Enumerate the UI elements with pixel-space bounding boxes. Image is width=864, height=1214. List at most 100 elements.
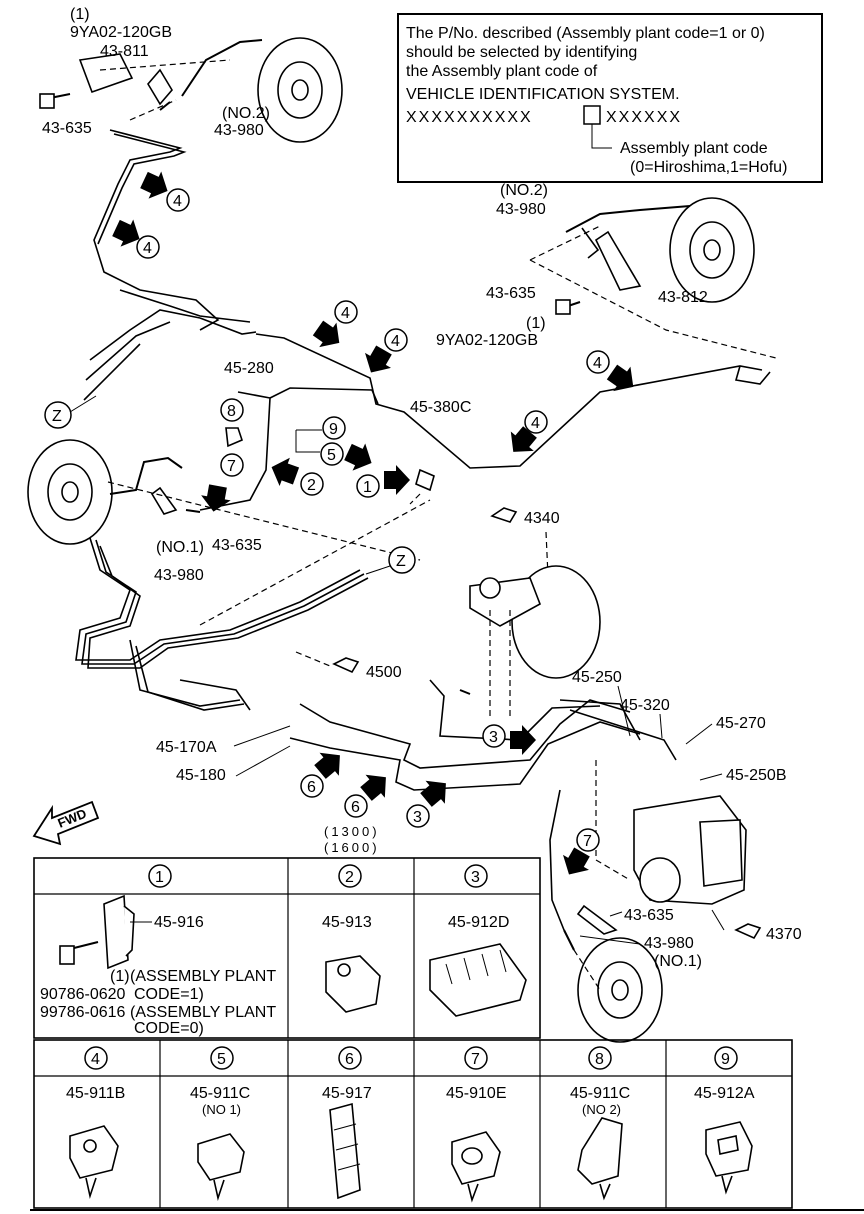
callout-3-a: 3 bbox=[482, 724, 536, 755]
svg-text:CODE=1): CODE=1) bbox=[134, 986, 204, 1003]
label-45-910e: 45-910E bbox=[446, 1085, 507, 1102]
hydraulic-unit bbox=[595, 760, 747, 931]
underfloor-pipes bbox=[75, 537, 369, 711]
note-line-1: The P/No. described (Assembly plant code… bbox=[406, 25, 765, 42]
note-callout-1: Assembly plant code bbox=[620, 140, 768, 157]
table-cell-9: 9 45-912A bbox=[694, 1046, 755, 1195]
svg-text:6: 6 bbox=[351, 799, 360, 816]
svg-text:8: 8 bbox=[227, 403, 236, 420]
callout-3-b: 3 bbox=[406, 771, 456, 828]
clip-45-912d bbox=[429, 943, 527, 1017]
label-43-980-left: 43-980 bbox=[154, 567, 204, 584]
vin-right: XXXXXX bbox=[606, 109, 682, 126]
clip-parts-table: 1 45-916 (1) (ASSEMBLY PLANT 90786-0620 … bbox=[30, 857, 864, 1211]
vin-left: XXXXXXXXXX bbox=[406, 109, 533, 126]
svg-text:4370: 4370 bbox=[766, 926, 802, 943]
label-45-180: 45-180 bbox=[176, 767, 226, 784]
plant-code-box bbox=[583, 105, 601, 125]
label-no1-bottom: (NO.1) bbox=[654, 953, 702, 970]
svg-text:6: 6 bbox=[345, 1051, 354, 1068]
bracket-45-916 bbox=[103, 894, 129, 970]
label-45-911b: 45-911B bbox=[66, 1085, 125, 1102]
note-line-2: should be selected by identifying bbox=[406, 44, 637, 61]
rear-right-caliper-hose bbox=[563, 904, 663, 1043]
table-cell-1: 1 45-916 (1) (ASSEMBLY PLANT 90786-0620 … bbox=[40, 864, 276, 1037]
label-45-170a: 45-170A bbox=[156, 739, 217, 756]
label-45-913: 45-913 bbox=[322, 914, 372, 931]
svg-text:(1): (1) bbox=[110, 968, 130, 985]
rotor-left bbox=[27, 439, 113, 545]
callout-1: 1 bbox=[356, 465, 435, 498]
svg-text:5: 5 bbox=[217, 1051, 226, 1068]
callout-5: 5 bbox=[320, 438, 378, 477]
callout-7-b: 7 bbox=[556, 828, 600, 883]
z-marker-left: Z bbox=[44, 395, 97, 429]
callout-4-c: 4 bbox=[309, 300, 358, 356]
label-bolt-no-right: (1) bbox=[526, 315, 546, 332]
svg-text:4: 4 bbox=[391, 333, 400, 350]
label-45-911c: 45-911C bbox=[190, 1085, 250, 1102]
svg-text:3: 3 bbox=[413, 809, 422, 826]
table-cell-8: 8 45-911C (NO 2) bbox=[570, 1046, 630, 1201]
label-bolt-right: 9YA02-120GB bbox=[436, 332, 538, 349]
label-no1-left: (NO.1) bbox=[156, 539, 204, 556]
note-line-4: VEHICLE IDENTIFICATION SYSTEM. bbox=[406, 86, 680, 103]
label-43-980-bottom: 43-980 bbox=[644, 935, 694, 952]
rear-left-caliper-hose bbox=[27, 439, 431, 626]
svg-text:9: 9 bbox=[329, 421, 338, 438]
rotor-top-left bbox=[257, 37, 343, 143]
svg-text:7: 7 bbox=[227, 458, 236, 475]
code-99786-0616: 99786-0616 bbox=[40, 1004, 126, 1021]
note-callout-2: (0=Hiroshima,1=Hofu) bbox=[630, 159, 787, 176]
label-no2-right: (NO.2) bbox=[500, 182, 548, 199]
front-left-caliper-hose bbox=[39, 37, 343, 401]
label-45-320: 45-320 bbox=[620, 697, 670, 714]
callout-6-a: 6 bbox=[300, 743, 350, 798]
callout-4-b: 4 bbox=[109, 214, 160, 259]
svg-text:Z: Z bbox=[396, 553, 406, 570]
svg-text:1: 1 bbox=[363, 479, 372, 496]
fwd-arrow: FWD bbox=[32, 800, 100, 846]
pipe-45-380c bbox=[255, 333, 771, 469]
svg-text:6: 6 bbox=[307, 779, 316, 796]
label-43-635-left: 43-635 bbox=[212, 537, 262, 554]
qty-1600: (1600) bbox=[324, 840, 380, 855]
svg-text:5: 5 bbox=[327, 447, 336, 464]
label-43-635-right: 43-635 bbox=[486, 285, 536, 302]
svg-text:CODE=0): CODE=0) bbox=[134, 1020, 204, 1037]
table-cell-4: 4 45-911B bbox=[66, 1046, 125, 1199]
clip-45-911b bbox=[69, 1125, 119, 1179]
svg-text:4: 4 bbox=[143, 240, 152, 257]
callout-4-a: 4 bbox=[137, 166, 190, 212]
svg-text:3: 3 bbox=[471, 869, 480, 886]
svg-text:4: 4 bbox=[341, 305, 350, 322]
clip-45-911c-no1 bbox=[197, 1133, 245, 1181]
svg-text:4: 4 bbox=[91, 1051, 100, 1068]
bolt bbox=[59, 945, 75, 965]
callout-4-e: 4 bbox=[586, 350, 642, 400]
callout-8: 8 bbox=[220, 398, 244, 448]
label-45-250: 45-250 bbox=[572, 669, 622, 686]
label-45-912a: 45-912A bbox=[694, 1085, 755, 1102]
label-45-280: 45-280 bbox=[224, 360, 274, 377]
label-45-911c-no2: 45-911C bbox=[570, 1085, 630, 1102]
svg-text:4500: 4500 bbox=[366, 664, 402, 681]
clip-45-917 bbox=[329, 1102, 361, 1200]
svg-text:Z: Z bbox=[52, 408, 62, 425]
svg-text:8: 8 bbox=[595, 1051, 604, 1068]
svg-text:3: 3 bbox=[489, 729, 498, 746]
label-43-980-top: 43-980 bbox=[214, 122, 264, 139]
rotor-top-right bbox=[669, 197, 755, 303]
label-43-980-right: 43-980 bbox=[496, 201, 546, 218]
code-90786-0620: 90786-0620 bbox=[40, 986, 126, 1003]
svg-text:2: 2 bbox=[345, 869, 354, 886]
clip-45-913 bbox=[325, 955, 381, 1013]
callout-4-f: 4 bbox=[501, 410, 548, 462]
label-43-812: 43-812 bbox=[658, 289, 708, 306]
svg-text:(ASSEMBLY PLANT: (ASSEMBLY PLANT bbox=[130, 968, 276, 985]
ref-4370: 4370 bbox=[734, 923, 802, 943]
label-43-811: 43-811 bbox=[100, 43, 149, 60]
label-45-380c: 45-380C bbox=[410, 399, 471, 416]
svg-text:1: 1 bbox=[155, 869, 164, 886]
